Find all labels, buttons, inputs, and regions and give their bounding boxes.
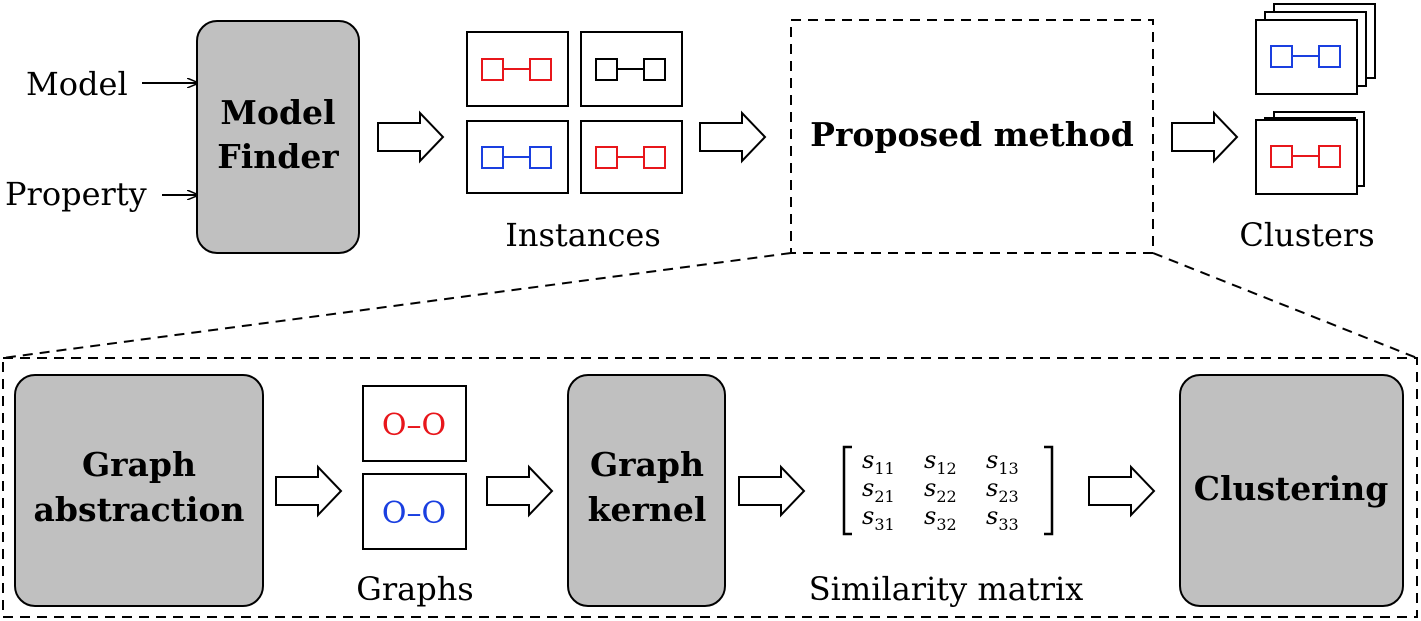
graph-abstraction-box: [14, 374, 264, 607]
graphs-label: Graphs: [356, 570, 473, 608]
block-arrow-3: [1171, 110, 1239, 164]
proposed-method-box: [790, 19, 1154, 254]
block-arrow-2: [699, 110, 767, 164]
zoom-line-left: [2, 252, 792, 359]
block-arrow-1: [377, 110, 445, 164]
instance-pair-blue: [481, 146, 552, 169]
cluster-stack-blue: [1255, 3, 1376, 95]
block-arrow-5: [486, 464, 554, 518]
similarity-matrix-label: Similarity matrix: [809, 570, 1084, 608]
instance-pair-red: [595, 146, 666, 169]
graph-kernel-label-line2: kernel: [588, 490, 707, 529]
input-model-label: Model: [26, 65, 128, 103]
graph-abstraction-label-line1: Graph: [82, 445, 196, 484]
matrix-bracket-left: [842, 445, 852, 536]
matrix-entry: s31: [862, 502, 895, 534]
cluster-stack-red: [1255, 111, 1365, 195]
zoom-line-right: [1152, 252, 1418, 359]
input-property-label: Property: [5, 175, 147, 213]
graph-red: O–O: [382, 408, 446, 443]
graph-kernel-label-line1: Graph: [590, 445, 704, 484]
block-arrow-7: [1088, 464, 1156, 518]
clusters-label: Clusters: [1239, 216, 1374, 254]
graph-card-blue: [362, 473, 467, 550]
clustering-box: [1179, 374, 1404, 607]
block-arrow-6: [738, 464, 806, 518]
model-finder-box: [196, 20, 360, 254]
matrix-bracket-right: [1044, 445, 1054, 536]
model-finder-label-line1: Model: [220, 93, 335, 132]
matrix-entry: s32: [924, 502, 957, 534]
instances-label: Instances: [505, 216, 661, 254]
graph-kernel-box: [567, 374, 726, 607]
clustering-label: Clustering: [1194, 469, 1389, 508]
instance-pair-red: [481, 58, 552, 81]
graph-card-red: [362, 385, 467, 462]
instance-pair-black: [595, 58, 666, 81]
graph-blue: O–O: [382, 496, 446, 531]
model-finder-label-line2: Finder: [217, 137, 339, 176]
instances-grid: [466, 31, 683, 194]
block-arrow-4: [275, 464, 343, 518]
matrix-entry: s33: [986, 502, 1019, 534]
expanded-method-box: [2, 357, 1418, 618]
proposed-method-label: Proposed method: [810, 115, 1134, 154]
graph-abstraction-label-line2: abstraction: [34, 490, 245, 529]
